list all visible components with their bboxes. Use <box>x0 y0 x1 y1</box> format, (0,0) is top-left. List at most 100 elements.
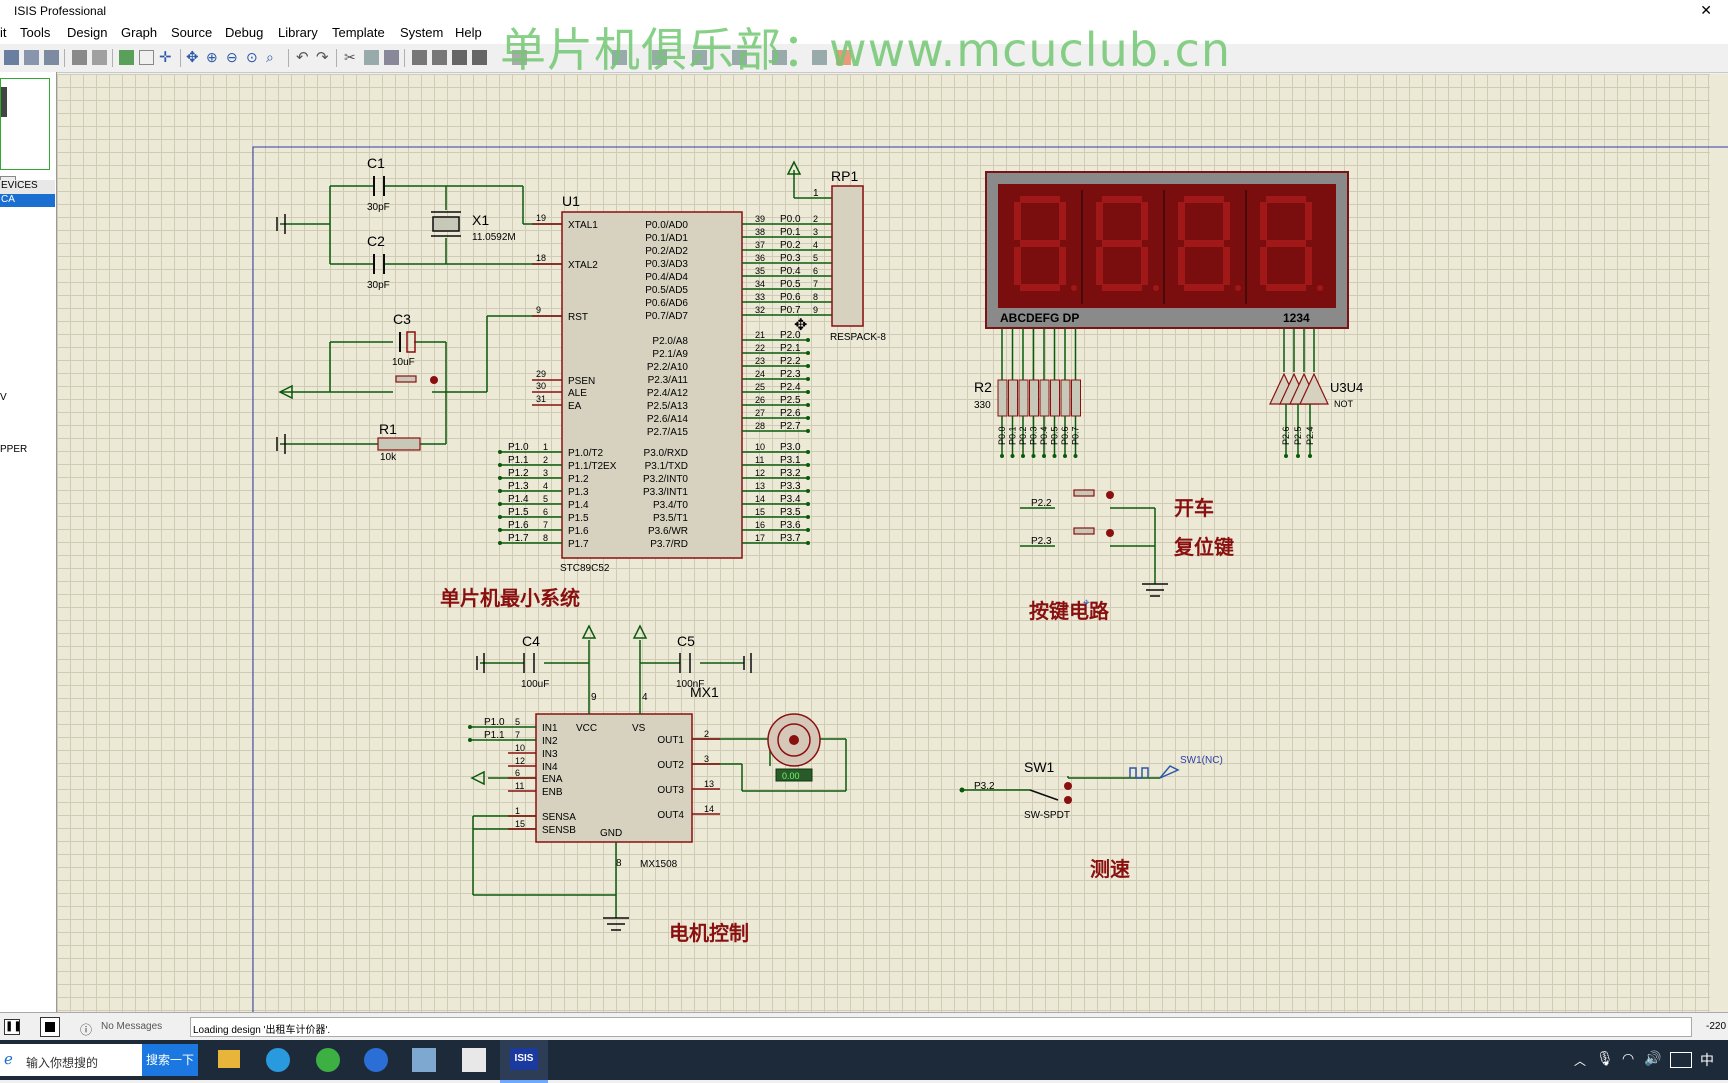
schematic-canvas[interactable] <box>57 74 1728 1014</box>
pulse-probe-icon[interactable] <box>1129 767 1149 779</box>
vs-pin-number: 4 <box>642 692 648 703</box>
close-button[interactable]: ✕ <box>1682 0 1728 22</box>
menu-help[interactable]: Help <box>455 25 482 40</box>
device-item[interactable]: PPER <box>0 444 28 455</box>
menu-graph[interactable]: Graph <box>121 25 158 40</box>
origin-icon[interactable]: ✛ <box>159 49 172 66</box>
new-icon[interactable] <box>4 50 19 65</box>
c3-label[interactable]: C3 <box>393 311 411 327</box>
u1-label[interactable]: U1 <box>562 193 580 209</box>
menu-tools[interactable]: Tools <box>20 25 51 40</box>
r2-label[interactable]: R2 <box>974 379 992 395</box>
block-copy-icon[interactable] <box>412 50 427 65</box>
message-count[interactable]: No Messages <box>101 1021 163 1032</box>
erc-icon[interactable] <box>812 50 827 65</box>
rp1-resistor-pack[interactable] <box>831 185 864 327</box>
paste-icon[interactable] <box>384 50 399 65</box>
net-label: P0.5 <box>780 279 801 290</box>
menu-design[interactable]: Design <box>67 25 108 40</box>
block-rotate-icon[interactable] <box>452 50 467 65</box>
block-delete-icon[interactable] <box>472 50 487 65</box>
c2-label[interactable]: C2 <box>367 233 385 249</box>
rp1-label[interactable]: RP1 <box>831 168 858 184</box>
pin-name: P0.2/AD2 <box>645 246 688 257</box>
wire-autoroute-icon[interactable] <box>612 50 627 65</box>
pin-number: 3 <box>704 754 709 764</box>
property-tool-icon[interactable] <box>692 50 707 65</box>
search-app-icon[interactable] <box>364 1048 388 1072</box>
reset-button[interactable] <box>1073 527 1095 535</box>
undo-icon[interactable]: ↶ <box>296 49 309 66</box>
ime-indicator[interactable]: 中 <box>1700 1052 1714 1068</box>
tray-expand-icon[interactable]: ︿ <box>1574 1054 1587 1068</box>
pin-number: 10 <box>755 442 765 452</box>
microphone-icon[interactable]: 🎙 <box>1596 1050 1614 1066</box>
mx1-label[interactable]: MX1 <box>690 684 719 700</box>
devices-header: EVICES <box>0 180 55 194</box>
pin-number: 11 <box>755 455 764 465</box>
page-icon[interactable] <box>92 50 107 65</box>
grid-icon[interactable] <box>139 50 154 65</box>
presentation-icon[interactable] <box>462 1048 486 1072</box>
refresh-icon[interactable] <box>119 50 134 65</box>
network-icon[interactable]: ◠ <box>1622 1050 1635 1066</box>
search-button[interactable]: 搜索一下 <box>142 1044 198 1076</box>
device-item[interactable]: V <box>0 392 7 403</box>
start-button[interactable] <box>1073 489 1095 497</box>
file-explorer-icon[interactable] <box>218 1050 240 1068</box>
inverter-label[interactable]: U3U4 <box>1330 380 1363 395</box>
bom-icon[interactable] <box>772 50 787 65</box>
info-icon: ⓘ <box>80 1023 93 1037</box>
image-viewer-icon[interactable] <box>412 1048 436 1072</box>
sw1-contact[interactable] <box>1064 782 1072 790</box>
sw1-label[interactable]: SW1 <box>1024 759 1055 775</box>
net-label: P2.4 <box>1305 426 1315 445</box>
ares-icon[interactable] <box>836 50 851 65</box>
menu-source[interactable]: Source <box>171 25 213 40</box>
menu-system[interactable]: System <box>400 25 444 40</box>
overview-window[interactable] <box>0 78 50 170</box>
menu-debug[interactable]: Debug <box>225 25 264 40</box>
zoom-in-icon[interactable]: ⊕ <box>206 49 218 65</box>
volume-icon[interactable]: 🔊 <box>1644 1050 1662 1066</box>
c5-label[interactable]: C5 <box>677 633 695 649</box>
block-move-icon[interactable] <box>432 50 447 65</box>
search-box[interactable]: ℯ 输入你想搜的 <box>0 1044 142 1076</box>
u1-chip[interactable] <box>561 211 743 559</box>
open-icon[interactable] <box>24 50 39 65</box>
menu-template[interactable]: Template <box>332 25 385 40</box>
menu-library[interactable]: Library <box>278 25 318 40</box>
edge-icon[interactable] <box>266 1048 290 1072</box>
zoom-out-icon[interactable]: ⊖ <box>226 49 238 65</box>
search-tag-icon[interactable] <box>652 50 667 65</box>
net-label: P0.2 <box>780 240 801 251</box>
browser-icon[interactable] <box>316 1048 340 1072</box>
zoom-all-icon[interactable]: ⊙ <box>246 49 258 65</box>
net-label: P2.4 <box>780 382 801 393</box>
cut-icon[interactable]: ✂ <box>344 49 356 65</box>
pause-button[interactable]: ❚❚ <box>4 1019 22 1035</box>
x1-label[interactable]: X1 <box>472 212 489 228</box>
pick-device-icon[interactable] <box>512 50 527 65</box>
stop-button[interactable] <box>40 1017 60 1037</box>
pan-icon[interactable]: ✥ <box>186 49 199 66</box>
zoom-area-icon[interactable]: ⌕ <box>266 49 274 65</box>
copy-icon[interactable] <box>364 50 379 65</box>
net-label: P0.3 <box>1029 426 1039 445</box>
menu-file[interactable]: it <box>0 25 7 40</box>
mx1508-driver[interactable] <box>535 713 693 843</box>
keyboard-icon[interactable] <box>1670 1052 1692 1068</box>
pin-name: OUT1 <box>657 735 684 746</box>
isis-taskbar-button[interactable]: ISIS <box>500 1040 548 1083</box>
vertical-scrollbar[interactable] <box>1710 74 1728 1014</box>
print-icon[interactable] <box>72 50 87 65</box>
c4-label[interactable]: C4 <box>522 633 540 649</box>
r1-label[interactable]: R1 <box>379 421 397 437</box>
save-icon[interactable] <box>44 50 59 65</box>
netlist-icon[interactable] <box>732 50 747 65</box>
pin-name: P0.3/AD3 <box>645 259 688 270</box>
pin-name: P1.6 <box>568 526 589 537</box>
c1-label[interactable]: C1 <box>367 155 385 171</box>
device-item-selected[interactable]: CA <box>0 194 55 207</box>
redo-icon[interactable]: ↷ <box>316 49 329 66</box>
